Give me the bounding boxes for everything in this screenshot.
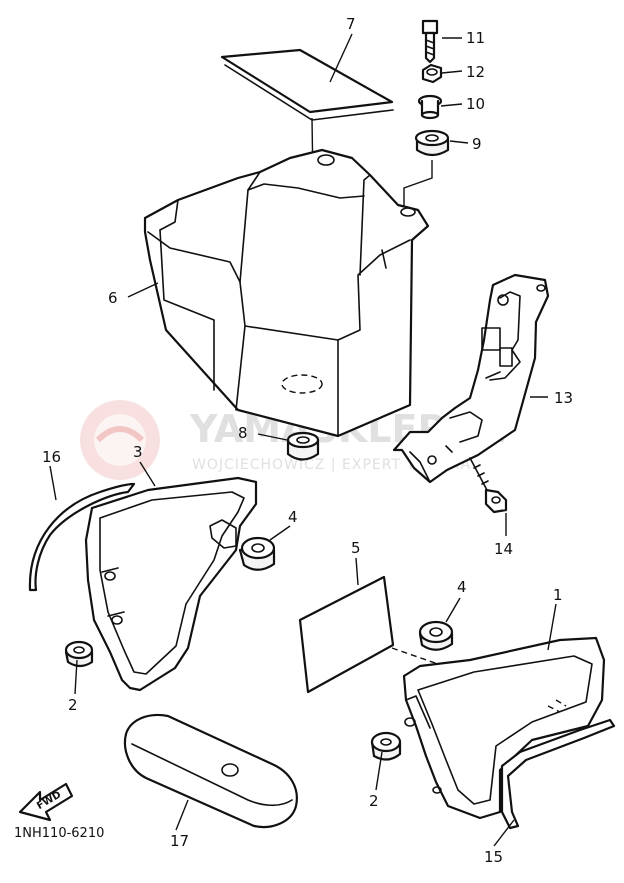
- part-4-grommet-right: [418, 620, 454, 651]
- leader-8: [257, 433, 288, 441]
- part-11-bolt: [421, 19, 439, 64]
- part-12-nut: [421, 63, 443, 84]
- part-7-pad: [220, 48, 394, 121]
- part-15-emblem: [500, 718, 616, 830]
- part-17-tool-case: [123, 713, 298, 829]
- part-4-grommet-left: [238, 536, 276, 571]
- callout-7: 7: [346, 15, 356, 33]
- leader-1: [547, 603, 557, 651]
- leader-16: [49, 465, 57, 501]
- callout-9: 9: [472, 135, 482, 153]
- callout-2-left: 2: [68, 696, 78, 714]
- part-13-bracket: [392, 273, 550, 484]
- part-6-battery-box: [143, 148, 430, 438]
- part-8-damper: [286, 431, 320, 461]
- callout-labels: 7 11 12 10 9 6 13 8 3 16 4 14 5 4 1 2 2 …: [42, 15, 573, 866]
- part-3-left-cover: [84, 476, 258, 692]
- watermark-logo: [80, 400, 160, 480]
- callout-12: 12: [466, 63, 485, 81]
- leader-6: [127, 282, 159, 298]
- part-16-emblem: [28, 482, 136, 592]
- leader-17: [175, 799, 189, 831]
- callout-1: 1: [553, 586, 563, 604]
- part-9-grommet: [414, 129, 450, 157]
- callout-10: 10: [466, 95, 485, 113]
- leader-2-left: [74, 659, 78, 695]
- leader-12: [441, 70, 463, 74]
- leader-10: [440, 103, 463, 107]
- part-5-decal: [298, 575, 395, 694]
- part-10-collar: [417, 94, 443, 120]
- leader-9-box: [403, 160, 433, 206]
- callout-8: 8: [238, 424, 248, 442]
- leader-4-right: [445, 597, 461, 623]
- part-2-grommet-right: [370, 731, 402, 761]
- callout-5: 5: [351, 539, 361, 557]
- leader-7: [329, 33, 353, 83]
- callout-leaders: [49, 33, 557, 847]
- callout-14: 14: [494, 540, 513, 558]
- callout-4-right: 4: [457, 578, 467, 596]
- callout-2-right: 2: [369, 792, 379, 810]
- fwd-arrow-icon: FWD: [18, 782, 74, 822]
- callout-17: 17: [170, 832, 189, 850]
- leader-2-right: [375, 751, 383, 791]
- callout-13: 13: [554, 389, 573, 407]
- callout-15: 15: [484, 848, 503, 866]
- part-14-screw: [469, 457, 508, 514]
- callout-6: 6: [108, 289, 118, 307]
- leader-5: [355, 557, 359, 586]
- watermark-subtitle: WOJCIECHOWICZ | EXPERT YAMAHA: [192, 457, 471, 473]
- leader-9: [449, 140, 469, 144]
- callout-4-left: 4: [288, 508, 298, 526]
- leader-15: [493, 819, 515, 847]
- leader-3: [139, 461, 156, 487]
- leader-4-left: [269, 525, 291, 541]
- callout-16: 16: [42, 448, 61, 466]
- diagram-code: 1NH110-6210: [14, 826, 104, 841]
- part-2-grommet-left: [64, 640, 94, 668]
- callout-11: 11: [466, 29, 485, 47]
- callout-3: 3: [133, 443, 143, 461]
